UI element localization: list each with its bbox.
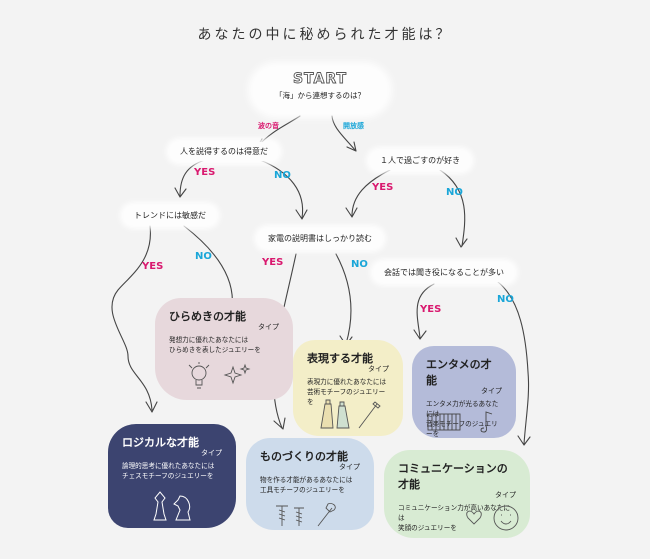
result-logical-type: タイプ bbox=[201, 449, 222, 457]
result-entertainment-desc2: 音楽モチーフのジュエリーを bbox=[426, 420, 498, 438]
result-logical-name: ロジカルな才能 bbox=[122, 436, 199, 449]
result-inspiration-type: タイプ bbox=[258, 323, 279, 331]
no-label-trend: NO bbox=[195, 251, 212, 262]
paint-tubes-icon bbox=[320, 399, 381, 429]
result-entertainment-name: エンタメの才能 bbox=[426, 358, 492, 387]
no-label-listener: NO bbox=[497, 294, 514, 305]
arrow-trend-to-inspiration bbox=[183, 225, 233, 309]
yes-label-manual: YES bbox=[262, 257, 284, 268]
question-alone: １人で過ごすのが好き bbox=[370, 151, 471, 170]
result-making: ものづくりの才能 タイプ 物を作る才能があるあなたには 工具モチーフのジュエリー… bbox=[246, 438, 374, 530]
result-expression-name: 表現する才能 bbox=[307, 352, 373, 365]
arrow-alone-to-listener bbox=[439, 169, 466, 247]
result-expression-desc1: 表現力に優れたあなたには bbox=[307, 378, 387, 386]
start-node: START 「海」から連想するのは？ bbox=[254, 68, 386, 112]
arrow-listener-to-communication bbox=[497, 281, 530, 445]
result-expression-desc2: 芸術モチーフのジュエリーを bbox=[307, 388, 386, 406]
yes-label-alone: YES bbox=[372, 182, 394, 193]
result-inspiration-name: ひらめきの才能 bbox=[169, 310, 246, 323]
result-inspiration: ひらめきの才能 タイプ 発想力に優れたあなたには ひらめきを表したジュエリーを bbox=[155, 298, 293, 400]
result-communication-type: タイプ bbox=[495, 491, 516, 499]
result-entertainment-type: タイプ bbox=[481, 387, 502, 395]
result-communication-desc2: 笑顔のジュエリーを bbox=[398, 524, 457, 532]
music-note-icon bbox=[480, 411, 493, 433]
result-inspiration-desc1: 発想力に優れたあなたには bbox=[169, 336, 249, 344]
result-communication-name: コミュニケーションの才能 bbox=[398, 462, 508, 491]
result-expression-type: タイプ bbox=[368, 365, 389, 373]
no-label-alone: NO bbox=[446, 187, 463, 198]
smiling-face-icon bbox=[493, 505, 519, 531]
result-entertainment: エンタメの才能 タイプ エンタメ力が光るあなたには 音楽モチーフのジュエリーを bbox=[412, 346, 516, 438]
piano-icon bbox=[427, 411, 493, 433]
yes-label-persuade: YES bbox=[194, 167, 216, 178]
question-listener: 会話では聞き役になることが多い bbox=[374, 263, 514, 282]
result-inspiration-desc2: ひらめきを表したジュエリーを bbox=[169, 346, 261, 354]
result-making-name: ものづくりの才能 bbox=[260, 450, 348, 463]
arrow-trend-to-logical bbox=[111, 225, 153, 411]
result-communication-desc1: コミュニケーション力が高いあなたには bbox=[398, 504, 510, 522]
arrow-persuade-to-manual bbox=[259, 159, 304, 219]
result-making-desc1: 物を作る才能があるあなたには bbox=[260, 476, 353, 484]
yes-label-listener: YES bbox=[420, 304, 442, 315]
brush-icon bbox=[358, 401, 381, 429]
page-title: あなたの中に秘められた才能は？ bbox=[197, 27, 453, 43]
question-persuade: 人を説得するのは得意だ bbox=[170, 142, 278, 161]
result-logical-desc2: チェスモチーフのジュエリーを bbox=[122, 472, 214, 480]
screws-icon bbox=[276, 503, 336, 527]
answer-wave-sound: 波の音 bbox=[258, 122, 279, 130]
wrench-icon bbox=[317, 503, 336, 527]
lightbulb-icon bbox=[188, 362, 251, 389]
result-logical: ロジカルな才能 タイプ 論理的思考に優れたあなたには チェスモチーフのジュエリー… bbox=[108, 424, 236, 528]
arrow-persuade-to-trend bbox=[179, 159, 206, 197]
yes-label-trend: YES bbox=[142, 261, 164, 272]
answer-openness: 開放感 bbox=[343, 122, 364, 130]
result-expression: 表現する才能 タイプ 表現力に優れたあなたには 芸術モチーフのジュエリーを bbox=[293, 340, 403, 436]
question-manual: 家電の説明書はしっかり読む bbox=[258, 229, 382, 248]
arrow-manual-to-expression bbox=[335, 253, 352, 345]
start-question: 「海」から連想するのは？ bbox=[275, 91, 365, 100]
arrow-start-to-alone bbox=[331, 115, 356, 151]
arrow-listener-to-entertainment bbox=[416, 283, 435, 339]
question-trend: トレンドには敏感だ bbox=[124, 206, 216, 225]
chess-pieces-icon bbox=[153, 491, 191, 521]
result-logical-desc1: 論理的思考に優れたあなたには bbox=[122, 462, 215, 470]
no-label-persuade: NO bbox=[274, 170, 291, 181]
result-making-type: タイプ bbox=[339, 463, 360, 471]
no-label-manual: NO bbox=[351, 259, 368, 270]
result-making-desc2: 工具モチーフのジュエリーを bbox=[260, 486, 345, 494]
heart-icon bbox=[466, 505, 519, 531]
arrow-alone-to-manual bbox=[351, 169, 391, 217]
result-communication: コミュニケーションの才能 タイプ コミュニケーション力が高いあなたには 笑顔のジ… bbox=[384, 450, 530, 538]
start-label: START bbox=[292, 71, 348, 88]
sparkle-icon bbox=[223, 363, 251, 385]
